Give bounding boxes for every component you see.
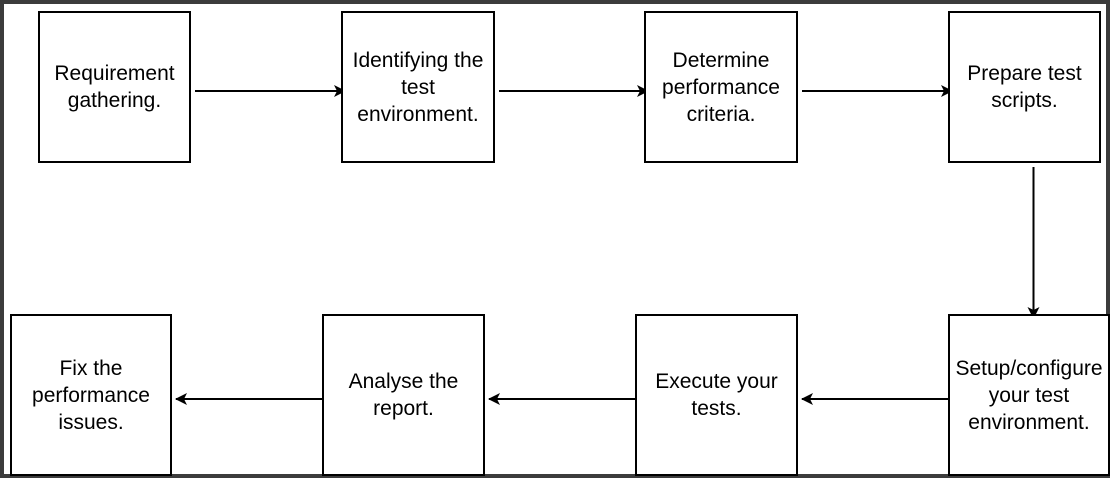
- step-execute-tests[interactable]: Execute your tests.: [635, 314, 798, 476]
- step-identifying-test-environment[interactable]: Identifying the test environment.: [341, 11, 495, 163]
- step-setup-configure-environment[interactable]: Setup/configure your test environment.: [948, 314, 1110, 476]
- step-analyse-report[interactable]: Analyse the report.: [322, 314, 485, 476]
- step-prepare-test-scripts[interactable]: Prepare test scripts.: [948, 11, 1101, 163]
- step-fix-performance-issues[interactable]: Fix the performance issues.: [10, 314, 172, 476]
- step-determine-performance-criteria[interactable]: Determine performance criteria.: [644, 11, 798, 163]
- step-requirement-gathering[interactable]: Requirement gathering.: [38, 11, 191, 163]
